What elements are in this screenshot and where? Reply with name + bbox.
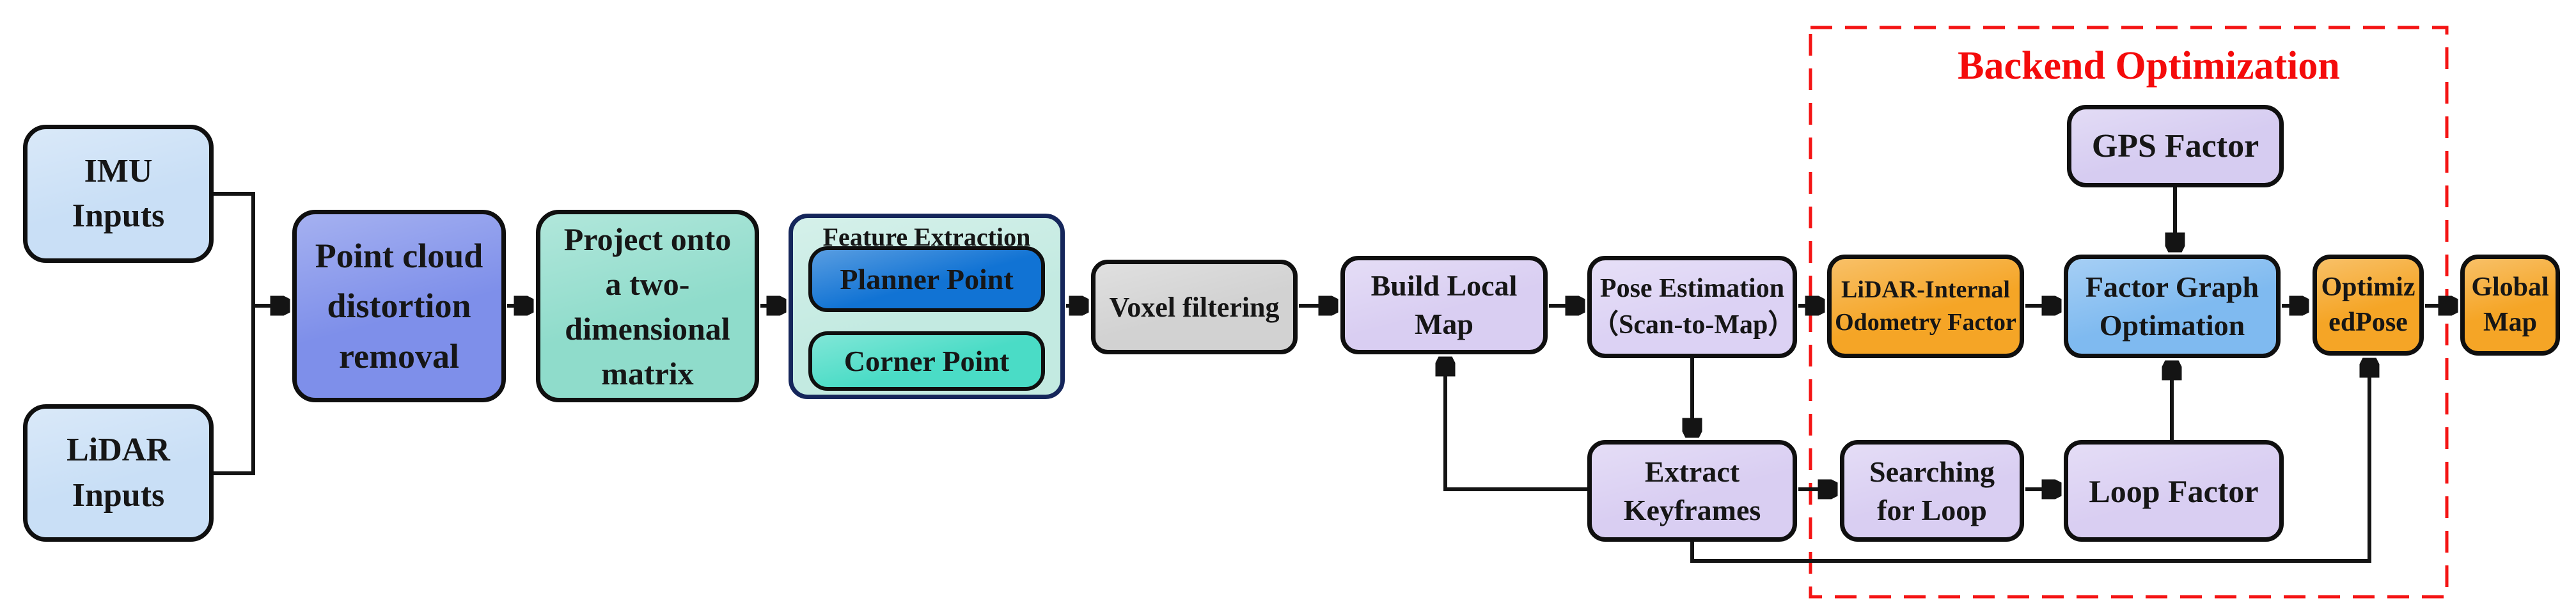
node-searching-for-loop-label: Searching for Loop bbox=[1869, 455, 1995, 526]
node-point-cloud-distortion-removal-label: Point cloud distortion removal bbox=[315, 237, 483, 375]
node-optimized-pose-label: Optimiz edPose bbox=[2321, 272, 2415, 337]
node-loop-factor: Loop Factor bbox=[2064, 440, 2284, 542]
backend-optimization-title: Backend Optimization bbox=[1958, 43, 2340, 88]
node-factor-graph-optimation: Factor Graph Optimation bbox=[2064, 255, 2281, 358]
node-global-map: Global Map bbox=[2460, 255, 2560, 356]
node-loop-factor-label: Loop Factor bbox=[2089, 473, 2259, 509]
node-planner-point-label: Planner Point bbox=[840, 263, 1014, 295]
node-lidar-internal-odometry-factor: LiDAR-Internal Odometry Factor bbox=[1827, 255, 2024, 358]
node-voxel-filtering: Voxel filtering bbox=[1091, 260, 1298, 354]
node-extract-keyframes-label: Extract Keyframes bbox=[1623, 455, 1761, 526]
node-corner-point-label: Corner Point bbox=[844, 345, 1010, 377]
node-global-map-label: Global Map bbox=[2471, 272, 2549, 337]
node-gps-factor: GPS Factor bbox=[2067, 105, 2284, 187]
node-build-local-map-label: Build Local Map bbox=[1370, 269, 1518, 340]
node-build-local-map: Build Local Map bbox=[1340, 256, 1548, 354]
node-planner-point: Planner Point bbox=[808, 246, 1045, 312]
node-pose-estimation-label: Pose Estimation （Scan-to-Map） bbox=[1592, 274, 1795, 340]
node-imu-inputs: IMU Inputs bbox=[23, 125, 214, 263]
node-imu-inputs-label: IMU Inputs bbox=[72, 152, 165, 234]
wire-extract-to-buildmap bbox=[1445, 359, 1587, 491]
node-lidar-internal-odometry-factor-label: LiDAR-Internal Odometry Factor bbox=[1835, 276, 2016, 336]
node-extract-keyframes: Extract Keyframes bbox=[1587, 440, 1797, 542]
node-voxel-filtering-label: Voxel filtering bbox=[1109, 291, 1280, 323]
node-gps-factor-label: GPS Factor bbox=[2091, 128, 2259, 164]
node-corner-point: Corner Point bbox=[808, 331, 1045, 391]
node-searching-for-loop: Searching for Loop bbox=[1840, 440, 2024, 542]
node-point-cloud-distortion-removal: Point cloud distortion removal bbox=[292, 210, 506, 402]
node-lidar-inputs: LiDAR Inputs bbox=[23, 404, 214, 542]
group-feature-extraction: Feature Extraction Planner Point Corner … bbox=[789, 214, 1065, 399]
node-optimized-pose: Optimiz edPose bbox=[2313, 255, 2424, 356]
node-project-two-dimensional-matrix-label: Project onto a two- dimensional matrix bbox=[563, 221, 732, 391]
node-pose-estimation-scan-to-map: Pose Estimation （Scan-to-Map） bbox=[1587, 256, 1797, 358]
node-factor-graph-optimation-label: Factor Graph Optimation bbox=[2085, 271, 2259, 342]
wire-extract-to-optpose bbox=[1690, 361, 2369, 563]
node-project-two-dimensional-matrix: Project onto a two- dimensional matrix bbox=[536, 210, 759, 402]
node-lidar-inputs-label: LiDAR Inputs bbox=[67, 432, 170, 514]
